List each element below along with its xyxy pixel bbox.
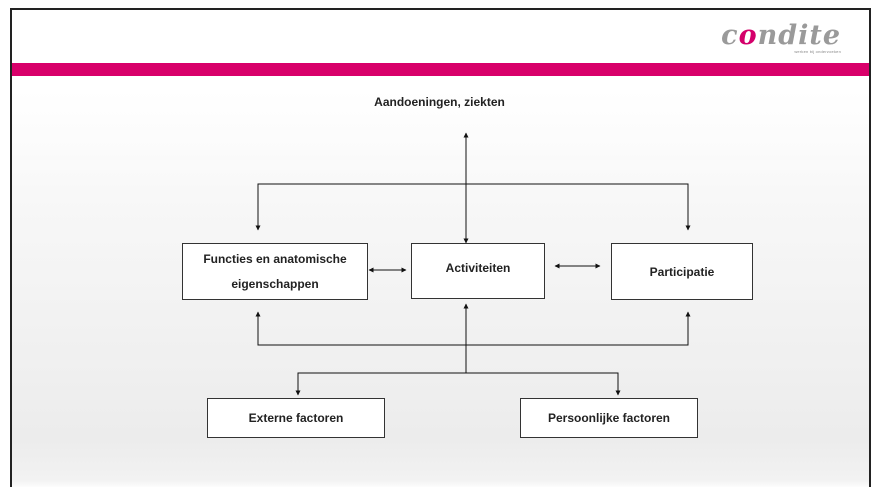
box-functions-line1: Functies en anatomische: [203, 251, 347, 266]
header-band: [12, 63, 869, 76]
box-participation: Participatie: [611, 243, 753, 300]
box-functions-line2: eigenschappen: [231, 276, 319, 291]
box-activities: Activiteiten: [411, 243, 545, 299]
box-external-factors-label: Externe factoren: [248, 411, 344, 425]
box-activities-label: Activiteiten: [445, 261, 511, 275]
logo-text-after: ndite: [757, 20, 841, 51]
logo-text-accent: o: [738, 20, 758, 51]
line-factors-bracket: [295, 372, 621, 396]
box-functions: Functies en anatomische eigenschappen: [182, 243, 368, 300]
logo-text-before: c: [721, 20, 739, 51]
logo-tagline: werken bij onderzoeken: [794, 49, 841, 54]
line-top-bracket: [257, 183, 691, 231]
condite-logo: condite werken bij onderzoeken: [721, 22, 841, 55]
box-participation-label: Participatie: [649, 264, 715, 279]
condition-label: Aandoeningen, ziekten: [374, 95, 505, 109]
box-personal-factors: Persoonlijke factoren: [520, 398, 698, 438]
box-personal-factors-label: Persoonlijke factoren: [547, 411, 671, 425]
logo-wordmark: condite: [721, 22, 841, 50]
box-external-factors: Externe factoren: [207, 398, 385, 438]
line-bottom-bracket: [255, 311, 691, 346]
